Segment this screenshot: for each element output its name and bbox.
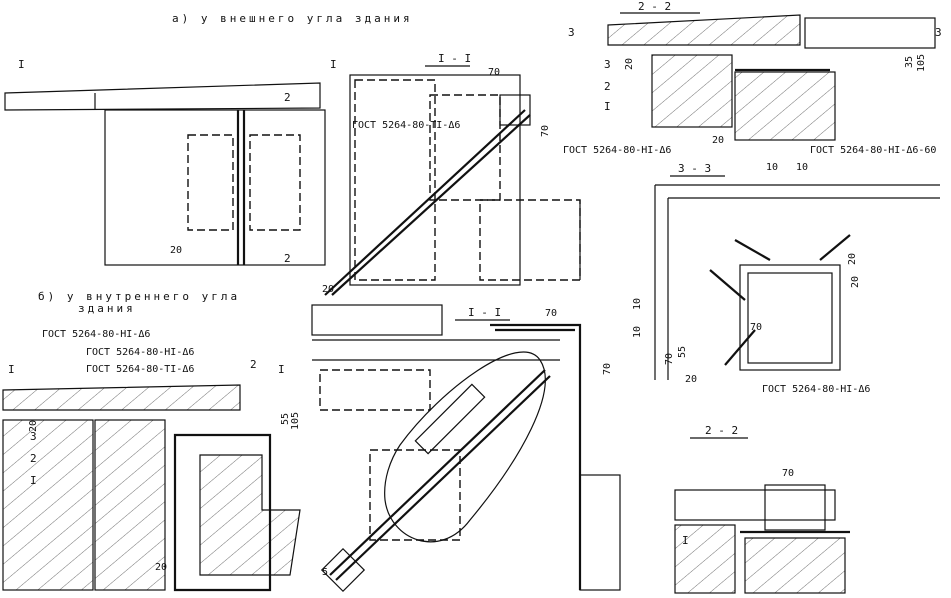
wall-block	[2, 419, 94, 591]
cut-label: 2	[250, 358, 257, 371]
dimension: 20	[28, 420, 39, 432]
title-inner-corner-line2: здания	[78, 302, 136, 315]
dimension: 70	[750, 322, 762, 333]
dimension: 20	[155, 562, 167, 573]
cut-label: I	[8, 363, 15, 376]
dimension: 70	[545, 308, 557, 319]
dimension: 20	[322, 284, 334, 295]
section-title: I - I	[468, 306, 501, 319]
dimension: 10	[796, 162, 808, 173]
section-2-2-bottom: 2 - 2 70 I	[674, 424, 850, 594]
wall-block	[94, 419, 166, 591]
dimension: 20	[170, 245, 182, 256]
callout: 3	[30, 430, 37, 443]
wall-block	[651, 54, 733, 128]
slab	[607, 14, 801, 46]
dimension: 20	[712, 135, 724, 146]
dimension: 70	[540, 125, 551, 137]
section-2-2-top: 2 - 2 3 3 3 2 I 20 35 105 ГОСТ 5264-80-Н…	[563, 0, 942, 156]
callout: 3	[604, 58, 611, 71]
dimension: 70	[664, 353, 675, 365]
outer-corner-view: а) у внешнего угла здания I I 2 2 20	[4, 12, 413, 266]
callout: 2	[604, 80, 611, 93]
wall-block	[734, 71, 836, 141]
cut-label: 2	[284, 91, 291, 104]
dimension: 10	[632, 326, 643, 338]
dimension: 70	[488, 67, 500, 78]
inner-corner-view: б) у внутреннего угла здания ГОСТ 5264-8…	[2, 290, 328, 592]
callout: I	[604, 100, 611, 113]
weld-label: ГОСТ 5264-80-ТI-Δ6	[86, 364, 194, 375]
section-title: I - I	[438, 52, 471, 65]
dimension: 20	[685, 374, 697, 385]
dimension: 20	[847, 253, 858, 265]
callout: 2	[30, 452, 37, 465]
panel	[104, 109, 326, 266]
dimension: 20	[850, 276, 861, 288]
dimension: 10	[632, 298, 643, 310]
weld-label: ГОСТ 5264-80-НI-Δ6	[86, 347, 194, 358]
section-I-I-inner: I - I 70 70	[311, 304, 621, 593]
detail-callout-outline	[384, 351, 546, 543]
dimension: 35	[904, 56, 915, 68]
callout: I	[30, 474, 37, 487]
slab	[2, 384, 241, 411]
dimension: 70	[782, 468, 794, 479]
dimension: 55	[677, 346, 688, 358]
cut-label: 3	[935, 26, 942, 39]
section-title: 2 - 2	[638, 0, 671, 13]
slab	[4, 82, 321, 111]
dimension: 55	[280, 413, 291, 425]
wall-block	[674, 524, 736, 594]
cut-label: 2	[284, 252, 291, 265]
cut-label: I	[278, 363, 285, 376]
section-title: 3 - 3	[678, 162, 711, 175]
section-title: 2 - 2	[705, 424, 738, 437]
cut-label: I	[18, 58, 25, 71]
dimension: 70	[602, 363, 613, 375]
dimension: 20	[624, 58, 635, 70]
callout: I	[682, 534, 689, 547]
dimension: 105	[290, 412, 301, 430]
cut-label: 3	[568, 26, 575, 39]
weld-label: ГОСТ 5264-80-НI-Δ6-60	[810, 145, 936, 156]
wall-block	[744, 537, 846, 594]
section-3-3: 3 - 3 10 10 20 20 10 10 70 55 70 20 ГОСТ…	[632, 162, 940, 395]
dimension: 10	[766, 162, 778, 173]
weld-label: ГОСТ 5264-80-ТI-Δ6	[352, 120, 460, 131]
weld-label: ГОСТ 5264-80-НI-Δ6	[42, 329, 150, 340]
title-outer-corner: а) у внешнего угла здания	[172, 12, 413, 25]
section-I-I-outer: I - I ГОСТ 5264-80-ТI-Δ6 70 70 20	[322, 52, 581, 296]
cut-label: I	[330, 58, 337, 71]
title-inner-corner: б) у внутреннего угла	[38, 290, 240, 303]
weld-label: ГОСТ 5264-80-НI-Δ6	[563, 145, 671, 156]
weld-label: ГОСТ 5264-80-НI-Δ6	[762, 384, 870, 395]
dimension: 105	[916, 54, 927, 72]
